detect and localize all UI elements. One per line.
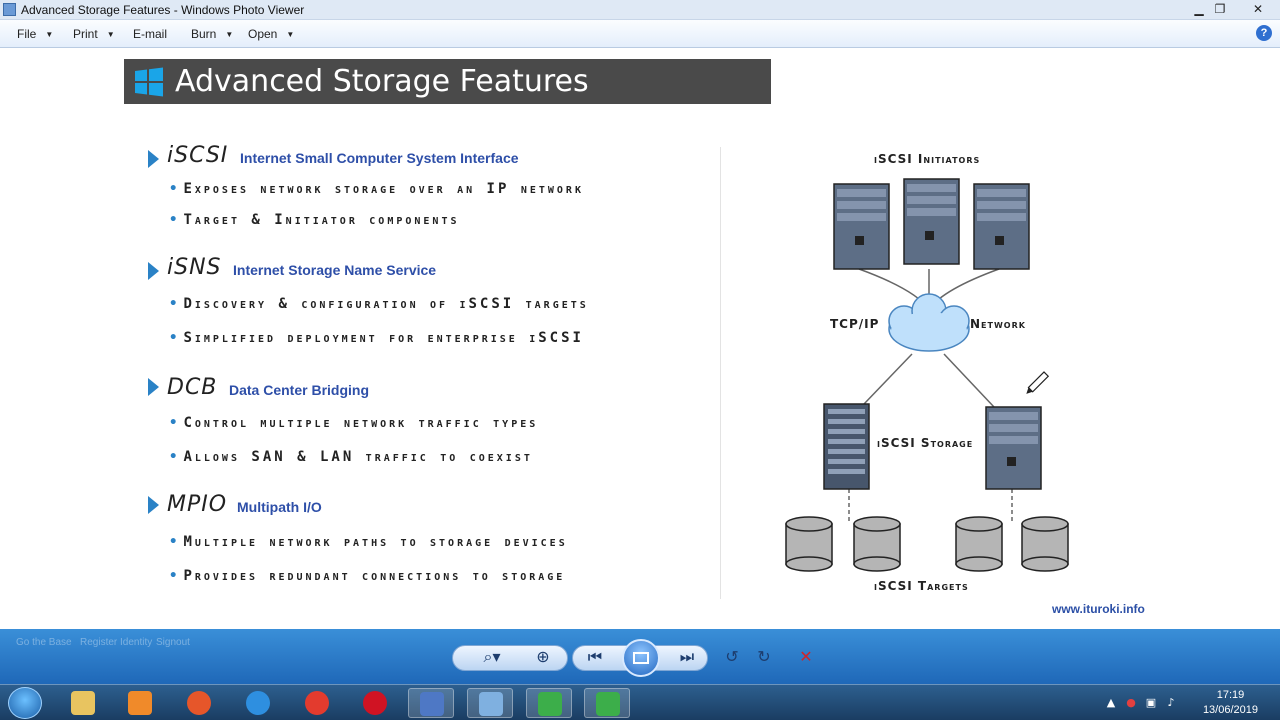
help-icon[interactable]: ? [1256,25,1272,41]
server-icon [833,183,890,270]
pen-cursor-icon [1026,371,1050,394]
ghost-text: Go the Base [16,637,72,648]
slide-title: Advanced Storage Features [175,64,589,99]
file-explorer-icon[interactable] [60,688,106,718]
chevron-down-icon: ▼ [45,30,54,39]
section-full-name: Multipath I/O [237,499,322,515]
cloud-icon [888,293,970,352]
delete-icon[interactable]: ✕ [799,647,813,666]
camtasia-icon[interactable] [584,688,630,718]
clock[interactable]: 17:19 13/06/2019 [1203,688,1258,718]
section-arrow-icon [148,496,159,514]
section-full-name: Data Center Bridging [229,382,370,398]
disk-icon [785,516,833,572]
initiators-label: iSCSI Initiators [874,152,981,166]
bullet-item: Allows SAN & LAN traffic to coexist [169,449,533,465]
rotate-counterclockwise-icon[interactable]: ↺ [725,647,739,666]
menu-print[interactable]: Print▼ [73,27,115,41]
storage-rack-icon [823,403,870,490]
start-button[interactable] [8,687,42,719]
bullet-item: Simplified deployment for enterprise iSC… [169,330,584,346]
show-hidden-icons-icon[interactable]: ▲ [1106,696,1116,709]
slideshow-button[interactable] [622,639,660,677]
restore-button[interactable]: ❐ [1214,2,1226,16]
disk-icon [1021,516,1069,572]
volume-icon[interactable]: ♪ [1167,696,1175,709]
website-url: www.ituroki.info [1052,602,1145,616]
disk-icon [955,516,1003,572]
opera-icon[interactable] [352,688,398,718]
minimize-button[interactable]: ▁ [1194,2,1204,16]
chrome-icon[interactable] [294,688,340,718]
system-tray: ▲ ● ▣ ♪ 17:19 13/06/2019 [1100,685,1280,720]
menu-file[interactable]: File▼ [17,27,54,41]
slideshow-icon [633,652,649,664]
bullet-item: Discovery & configuration of iSCSI targe… [169,296,589,312]
image-viewport: Advanced Storage Features iSCSI Internet… [0,49,1280,629]
window-title: Advanced Storage Features - Windows Phot… [21,3,305,17]
fit-to-window-icon[interactable]: ⊕ [536,647,550,666]
iscsi-diagram: iSCSI Initiators TCP/IP Network iSCSI St… [764,139,1084,609]
menu-burn[interactable]: Burn▼ [191,27,234,41]
zoom-group [452,645,568,671]
date: 13/06/2019 [1202,704,1258,716]
security-icon[interactable]: ● [1126,696,1136,709]
section-abbr: MPIO [167,492,228,517]
targets-label: iSCSI Targets [874,579,969,593]
bullet-item: Exposes network storage over an IP netwo… [169,181,584,197]
server-icon [985,406,1042,490]
viewer-toolbar: Go the Base Register Identity Signout ⌕▾… [0,629,1280,684]
title-bar: Advanced Storage Features - Windows Phot… [0,0,1280,20]
section-full-name: Internet Storage Name Service [233,262,437,278]
zoom-icon[interactable]: ⌕▾ [483,647,501,666]
ghost-text: Register Identity [80,637,153,648]
photo-viewer-taskbar-icon[interactable] [467,688,513,718]
network-label: Network [970,317,1026,331]
bullet-item: Provides redundant connections to storag… [169,568,565,584]
section-full-name: Internet Small Computer System Interface [240,150,519,166]
bullet-item: Multiple network paths to storage device… [169,534,568,550]
section-abbr: DCB [167,375,218,400]
section-abbr: iSCSI [167,143,229,168]
slide-header: Advanced Storage Features [124,59,771,104]
camtasia-icon[interactable] [526,688,572,718]
windows-logo-icon [135,67,163,97]
slide-image: Advanced Storage Features iSCSI Internet… [124,49,1158,629]
ghost-text: Signout [156,637,190,648]
tcpip-label: TCP/IP [830,317,880,331]
menu-bar: File▼ Print▼ E-mail Burn▼ Open▼ ? [0,20,1280,48]
photo-viewer-icon [3,3,16,16]
storage-label: iSCSI Storage [877,436,974,450]
section-arrow-icon [148,150,159,168]
menu-open[interactable]: Open▼ [248,27,295,41]
internet-explorer-icon[interactable] [235,688,281,718]
time: 17:19 [1216,689,1245,701]
previous-icon[interactable]: ⏮ [587,647,603,666]
column-divider [720,147,721,599]
close-button[interactable]: ✕ [1252,2,1264,16]
disk-icon [853,516,901,572]
rotate-clockwise-icon[interactable]: ↻ [757,647,771,666]
chevron-down-icon: ▼ [106,30,115,39]
menu-email[interactable]: E-mail [133,27,168,41]
network-diagram-graphic [785,178,1069,572]
bullet-item: Target & Initiator components [169,212,459,228]
server-icon [903,178,960,265]
section-arrow-icon [148,262,159,280]
section-arrow-icon [148,378,159,396]
taskbar: ▲ ● ▣ ♪ 17:19 13/06/2019 [0,684,1280,720]
bullet-item: Control multiple network traffic types [169,415,538,431]
server-icon [973,183,1030,270]
firefox-icon[interactable] [176,688,222,718]
chevron-down-icon: ▼ [225,30,234,39]
section-abbr: iSNS [167,255,222,280]
next-icon[interactable]: ⏭ [679,647,695,666]
network-icon[interactable]: ▣ [1145,696,1157,709]
chevron-down-icon: ▼ [286,30,295,39]
network-tool-icon[interactable] [408,688,454,718]
media-player-icon[interactable] [117,688,163,718]
